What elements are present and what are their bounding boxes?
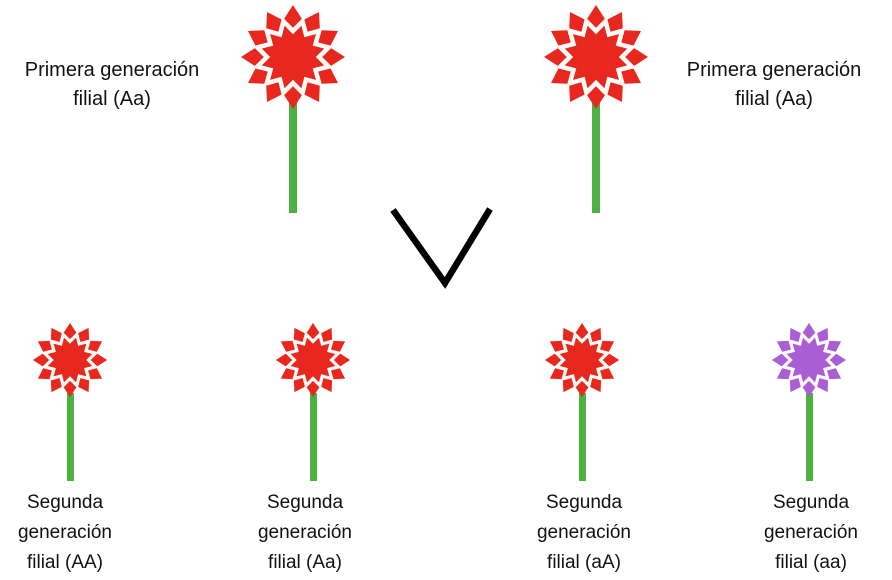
f1-left-flower-icon xyxy=(237,1,349,113)
f2-4-stem xyxy=(805,393,813,481)
label-line: Segunda xyxy=(26,492,104,513)
f2-4-label: Segunda generación filial (aa) xyxy=(711,488,892,578)
f2-2-flower-icon xyxy=(274,321,352,399)
label-line: filial (aa) xyxy=(775,552,847,573)
f2-1-stem xyxy=(66,393,74,481)
label-line: generación xyxy=(536,522,632,543)
label-line: Primera generación xyxy=(24,59,200,81)
f1-left-label: Primera generación filial (Aa) xyxy=(2,56,222,114)
f2-3-stem xyxy=(578,393,586,481)
label-line: generación xyxy=(17,522,113,543)
label-line: Segunda xyxy=(545,492,623,513)
f1-right-label: Primera generación filial (Aa) xyxy=(664,56,884,114)
label-line: filial (Aa) xyxy=(268,552,342,573)
f2-1-label: Segunda generación filial (AA) xyxy=(0,488,165,578)
f2-1-flower-icon xyxy=(31,321,109,399)
f2-2-stem xyxy=(309,393,317,481)
label-line: filial (Aa) xyxy=(735,88,813,110)
label-line: filial (Aa) xyxy=(73,88,151,110)
f1-right-stem xyxy=(592,96,600,213)
label-line: Segunda xyxy=(266,492,344,513)
f1-left-stem xyxy=(289,96,297,213)
label-line: generación xyxy=(763,522,859,543)
f2-3-label: Segunda generación filial (aA) xyxy=(484,488,684,578)
f2-2-label: Segunda generación filial (Aa) xyxy=(205,488,405,578)
label-line: generación xyxy=(257,522,353,543)
label-line: Primera generación xyxy=(686,59,862,81)
f2-3-flower-icon xyxy=(543,321,621,399)
f2-4-flower-icon xyxy=(770,321,848,399)
f1-right-flower-icon xyxy=(540,1,652,113)
label-line: Segunda xyxy=(772,492,850,513)
label-line: filial (aA) xyxy=(547,552,621,573)
label-line: filial (AA) xyxy=(26,552,103,573)
cross-chevron-icon xyxy=(390,207,493,289)
